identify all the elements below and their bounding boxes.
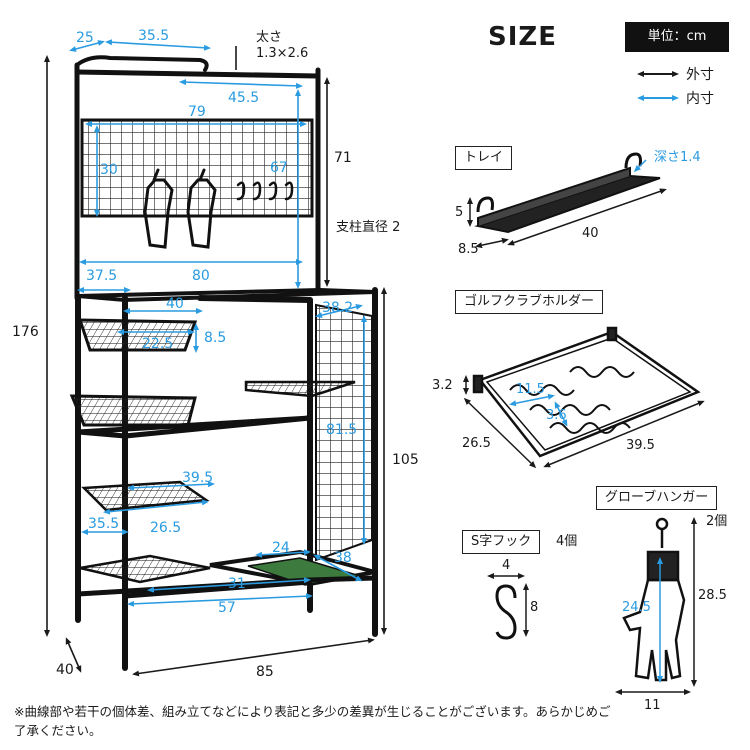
disclaimer-note: ※曲線部や若干の個体差、組み立てなどにより表記と多少の差異が生じることがございま… (14, 704, 611, 738)
page-title: SIZE (488, 22, 558, 52)
dim-top-a: 25 (76, 30, 94, 46)
dim-shelf-width: 39.5 (182, 470, 214, 486)
tray-height: 5 (455, 205, 464, 220)
dim-grid-height-2: 67 (270, 160, 288, 176)
glove-hanger-label: グローブハンガー (596, 486, 718, 510)
dim-shelf-depth-2: 26.5 (150, 520, 182, 536)
s-hook-width: 4 (502, 558, 511, 573)
tray-width: 40 (582, 226, 599, 241)
glove-width: 11 (644, 698, 661, 713)
tray-illustration (467, 152, 667, 249)
unit-badge: 単位：cm (625, 22, 729, 52)
tray-depth-note: 深さ1.4 (654, 150, 701, 165)
legend-arrows (637, 71, 679, 101)
dim-top-c: 45.5 (228, 90, 260, 106)
legend-outer-label: 外寸 (686, 67, 714, 83)
dim-shelf-depth-1: 35.5 (88, 516, 120, 532)
golf-holder-label: ゴルフクラブホルダー (455, 290, 604, 314)
glove-height-outer: 28.5 (698, 588, 727, 603)
dim-grid-height: 30 (100, 162, 118, 178)
dim-upper-width-2: 80 (192, 268, 210, 284)
tray-label: トレイ (455, 146, 513, 170)
dim-width: 85 (256, 664, 274, 680)
dim-mat-depth: 38 (334, 550, 352, 566)
dim-top-b: 35.5 (138, 28, 170, 44)
glove-hanger-illustration (615, 517, 697, 695)
dim-bottom-b: 57 (218, 600, 236, 616)
dim-bottom-a: 31 (228, 576, 246, 592)
s-hook-height: 8 (530, 600, 539, 615)
dim-pipe-diameter: 支柱直径 2 (336, 220, 401, 235)
tray-depth: 8.5 (458, 242, 479, 257)
dim-total-height: 176 (12, 324, 39, 340)
golf-inner-b: 3.6 (546, 408, 567, 423)
dim-basket-depth: 22.5 (142, 336, 174, 352)
dim-mat-width: 24 (272, 540, 290, 556)
s-hook-qty: 4個 (556, 534, 578, 549)
golf-inner-a: 11.5 (516, 382, 545, 397)
s-hook-illustration (487, 573, 529, 640)
golf-height: 3.2 (432, 378, 453, 393)
dim-thickness-value: 1.3×2.6 (256, 46, 309, 61)
dim-side-height: 81.5 (326, 422, 358, 438)
dim-upper-height: 71 (334, 150, 352, 166)
rack-illustration (69, 55, 378, 671)
glove-height-inner: 24.5 (622, 600, 651, 615)
main-dimension-lines (44, 39, 387, 677)
golf-depth: 26.5 (462, 436, 491, 451)
dim-upper-width: 37.5 (86, 268, 118, 284)
glove-qty: 2個 (706, 514, 728, 529)
golf-holder-illustration (463, 326, 705, 469)
dim-basket-width: 40 (166, 296, 184, 312)
dim-thickness-title: 太さ (256, 30, 283, 45)
legend-inner-label: 内寸 (686, 91, 714, 107)
dim-lower-height: 105 (392, 452, 419, 468)
dim-depth: 40 (56, 662, 74, 678)
golf-width: 39.5 (626, 438, 655, 453)
dim-side-width: 38.2 (322, 300, 354, 316)
dim-grid-width: 79 (188, 104, 206, 120)
s-hook-label: S字フック (462, 530, 541, 554)
dim-basket-height: 8.5 (204, 330, 227, 346)
